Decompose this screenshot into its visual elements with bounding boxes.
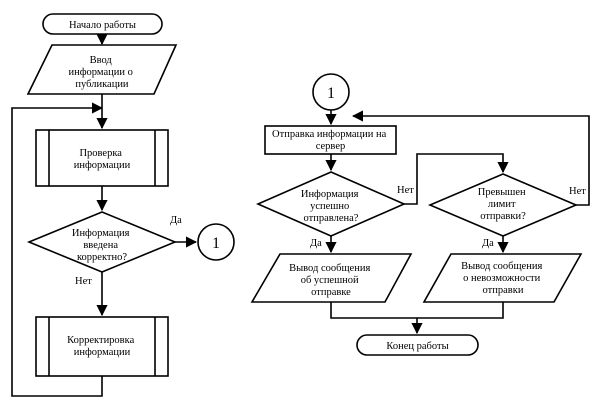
connector-right: 1 (312, 73, 350, 111)
decision-sent-label: Информация успешно отправлена? (301, 189, 361, 224)
arrow-no-loop-to-send (351, 110, 590, 206)
no-label-limit: Нет (569, 186, 586, 197)
input-parallelogram: Ввод информации о публикации (26, 44, 178, 95)
no-label-sent: Нет (397, 185, 414, 196)
start-terminator: Начало работы (42, 13, 163, 35)
output-fail-label: Вывод сообщения о невозможности отправки (461, 261, 545, 296)
check-process: Проверка информации (35, 129, 169, 187)
arrow-correction-loop-back (11, 102, 104, 397)
connector-left-label: 1 (212, 235, 220, 252)
connector-right-label: 1 (327, 85, 335, 102)
send-process: Отправка информации на сервер (264, 125, 397, 155)
decision-limit-label: Превышен лимит отправки? (478, 187, 529, 222)
arrow-no-to-limit (404, 153, 509, 205)
yes-label-correct: Да (170, 215, 182, 226)
end-label: Конец работы (386, 341, 448, 352)
yes-label-sent: Да (310, 238, 322, 249)
merge-line (330, 302, 504, 319)
correction-label: Корректировка информации (67, 335, 137, 358)
correction-process: Корректировка информации (35, 316, 169, 377)
output-success: Вывод сообщения об успешной отправке (250, 253, 413, 303)
decision-correct-label: Информация введена корректно? (72, 228, 132, 263)
decision-limit: Превышен лимит отправки? (427, 173, 579, 237)
send-label: Отправка информации на сервер (272, 129, 389, 152)
output-success-label: Вывод сообщения об успешной отправке (289, 263, 373, 298)
connector-left: 1 (197, 223, 235, 261)
decision-correct: Информация введена корректно? (26, 211, 178, 273)
output-fail: Вывод сообщения о невозможности отправки (422, 253, 583, 303)
no-label-correct: Нет (75, 276, 92, 287)
input-label: Ввод информации о публикации (69, 55, 136, 90)
end-terminator: Конец работы (356, 334, 479, 356)
yes-label-limit: Да (482, 238, 494, 249)
check-label: Проверка информации (74, 148, 131, 171)
decision-sent: Информация успешно отправлена? (256, 171, 406, 237)
start-label: Начало работы (69, 20, 136, 31)
